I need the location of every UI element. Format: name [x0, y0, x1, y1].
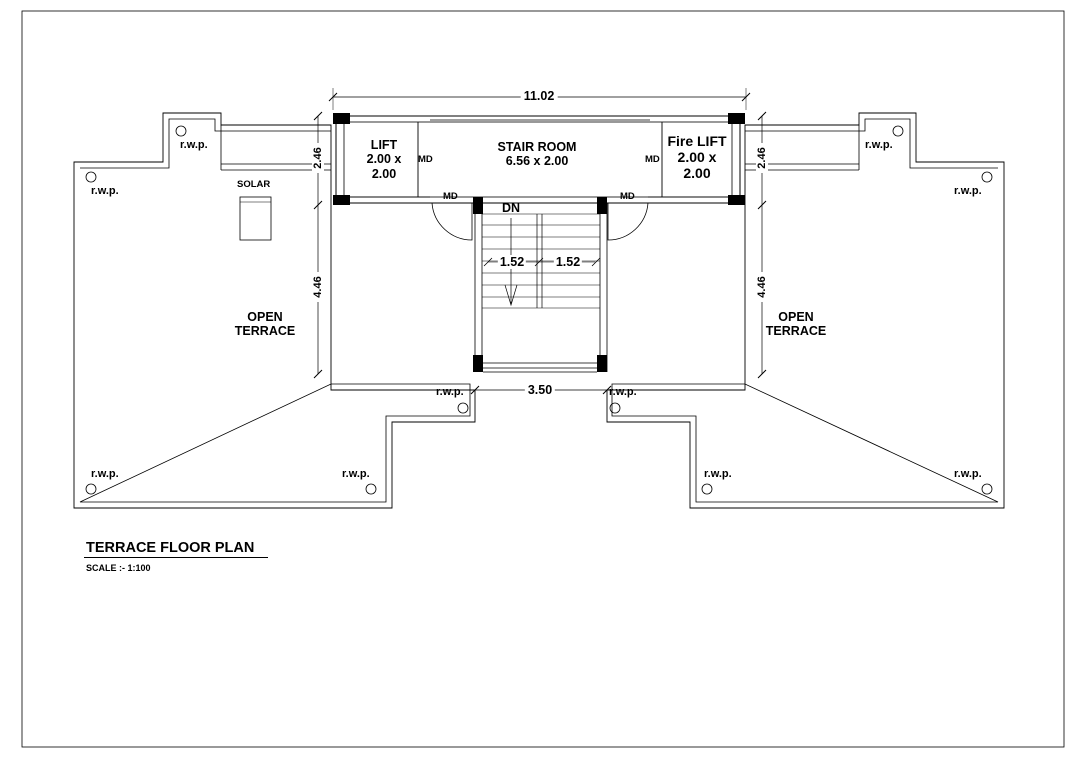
fire-lift-size-line1: 2.00 x: [677, 149, 717, 166]
core-bottom-wall: [350, 196, 728, 204]
lift-size-line1: 2.00 x: [366, 152, 402, 167]
rwp-label: r.w.p.: [954, 468, 982, 480]
stair-treads: [482, 213, 600, 309]
door-swing-left: [431, 202, 473, 241]
fire-lift-name: Fire LIFT: [667, 133, 727, 149]
door-label-md: MD: [620, 191, 635, 202]
left-open-terrace-label: OPEN TERRACE: [235, 310, 295, 339]
right-terrace-parapet: [611, 118, 999, 503]
plan-scale: SCALE :- 1:100: [86, 563, 151, 573]
rwp-label: r.w.p.: [436, 386, 464, 398]
rwp-label: r.w.p.: [342, 468, 370, 480]
rwp-label: r.w.p.: [704, 468, 732, 480]
left-terrace-parapet: [79, 118, 471, 503]
stair-well-walls: [474, 203, 608, 372]
column: [333, 195, 350, 205]
overall-width-dimension: 11.02: [520, 89, 558, 104]
column: [597, 355, 607, 372]
right-terrace-depth-dimension: 4.46: [756, 272, 768, 302]
plan-title: TERRACE FLOOR PLAN: [86, 540, 255, 556]
fire-lift-size-line2: 2.00: [683, 165, 711, 182]
column: [473, 355, 483, 372]
stair-room-label: STAIR ROOM 6.56 x 2.00: [498, 140, 577, 169]
door-swing-right: [607, 202, 649, 241]
top-ventilator: [430, 115, 650, 121]
rwp-label: r.w.p.: [954, 185, 982, 197]
solar-label: SOLAR: [237, 179, 271, 190]
flight-dim-ticks: [483, 257, 601, 267]
stair-down-label: DN: [502, 201, 521, 215]
column: [728, 195, 745, 205]
solar-panel: [239, 196, 272, 241]
rwp-label: r.w.p.: [609, 386, 637, 398]
lift-name: LIFT: [370, 138, 398, 152]
door-label-md: MD: [645, 154, 660, 165]
right-terrace-outline: [606, 112, 1005, 509]
lift-size-line2: 2.00: [371, 166, 397, 181]
rwp-label: r.w.p.: [91, 468, 119, 480]
stair-room-name: STAIR ROOM: [497, 140, 577, 154]
rwp-label: r.w.p.: [91, 185, 119, 197]
door-label-md: MD: [443, 191, 458, 202]
right-open-terrace-label: OPEN TERRACE: [766, 310, 826, 339]
right-room-depth-dimension: 2.46: [756, 143, 768, 173]
plan-title-underline: [84, 557, 268, 558]
flight-width-left: 1.52: [497, 255, 527, 270]
stair-bottom-wall: [483, 362, 597, 373]
column: [728, 113, 745, 124]
terrace-label-line2: TERRACE: [765, 324, 827, 339]
door-label-md: MD: [418, 154, 433, 165]
stair-room-size: 6.56 x 2.00: [505, 154, 569, 169]
column: [333, 113, 350, 124]
lift-label: LIFT 2.00 x 2.00: [367, 138, 402, 181]
rwp-label: r.w.p.: [180, 139, 208, 151]
flight-width-right: 1.52: [553, 255, 583, 270]
sheet-border: [21, 10, 1065, 748]
terrace-label-line1: OPEN: [778, 310, 814, 324]
left-room-depth-dimension: 2.46: [312, 143, 324, 173]
column: [597, 197, 607, 214]
core-inner-wall: [343, 121, 733, 198]
stair-width-dimension: 3.50: [524, 383, 556, 398]
rwp-pipes: [85, 125, 993, 495]
column: [473, 197, 483, 214]
rwp-label: r.w.p.: [865, 139, 893, 151]
left-terrace-outline: [73, 112, 476, 509]
left-terrace-depth-dimension: 4.46: [312, 272, 324, 302]
terrace-label-line1: OPEN: [247, 310, 283, 324]
terrace-label-line2: TERRACE: [234, 324, 296, 339]
stair-handrail: [536, 214, 543, 308]
fire-lift-label: Fire LIFT 2.00 x 2.00: [667, 133, 726, 181]
